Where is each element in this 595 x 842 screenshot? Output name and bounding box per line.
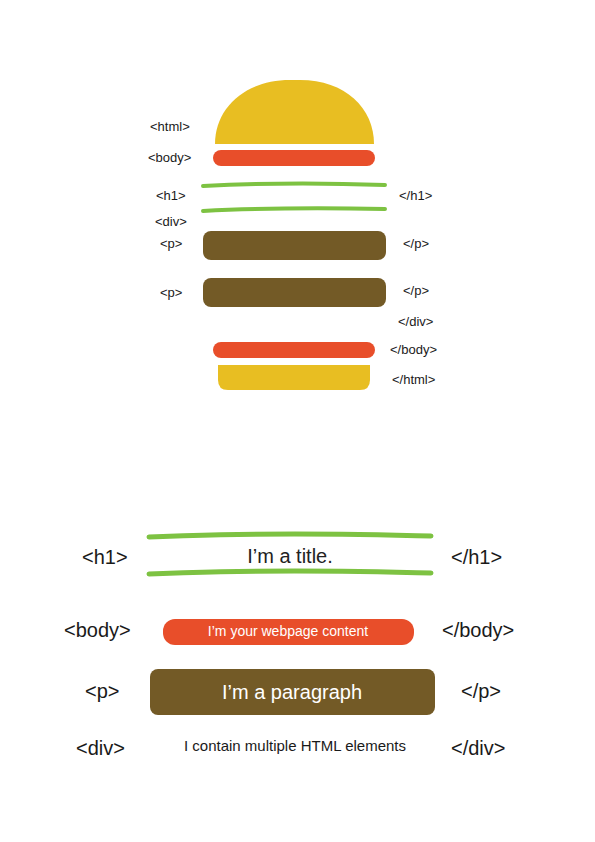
body-bar <box>213 150 375 166</box>
tag-label: <body> <box>148 151 191 165</box>
node-text: I’m a title. <box>247 545 333 567</box>
tag-label: <p> <box>160 286 182 300</box>
tag-label: </div> <box>398 315 433 329</box>
h1-line <box>203 184 385 186</box>
tag-label: </body> <box>442 619 514 641</box>
tag-label: </html> <box>392 373 435 387</box>
tag-label: </p> <box>403 237 429 251</box>
body-bar: I’m your webpage content <box>163 619 414 645</box>
h1-line <box>203 208 385 211</box>
tag-label: <h1> <box>156 189 186 203</box>
tag-label: <p> <box>85 680 119 702</box>
tag-label: </p> <box>461 680 501 702</box>
tag-label: </div> <box>451 737 505 759</box>
body-bar <box>213 342 375 358</box>
title-line <box>149 571 431 574</box>
tag-label: <html> <box>150 120 190 134</box>
paragraph-bar: I’m a paragraph <box>150 669 435 715</box>
tag-label: <p> <box>160 237 182 251</box>
node-text: I’m a paragraph <box>222 681 362 703</box>
bottom-bun <box>218 365 370 390</box>
tag-label: <body> <box>64 619 131 641</box>
top-bun <box>215 80 374 144</box>
paragraph-bar <box>203 231 386 260</box>
tag-label: <div> <box>76 737 125 759</box>
tag-label: </body> <box>390 343 437 357</box>
tag-label: </h1> <box>451 546 502 568</box>
title-line <box>149 534 431 537</box>
paragraph-bar <box>203 278 386 307</box>
tag-label: <h1> <box>82 546 128 568</box>
description-text: I contain multiple HTML elements <box>184 738 406 755</box>
node-text: I’m your webpage content <box>208 624 368 639</box>
tag-label: </p> <box>403 284 429 298</box>
tag-label: </h1> <box>399 189 432 203</box>
tag-label: <div> <box>155 215 187 229</box>
title-band: I’m a title. <box>147 536 433 576</box>
